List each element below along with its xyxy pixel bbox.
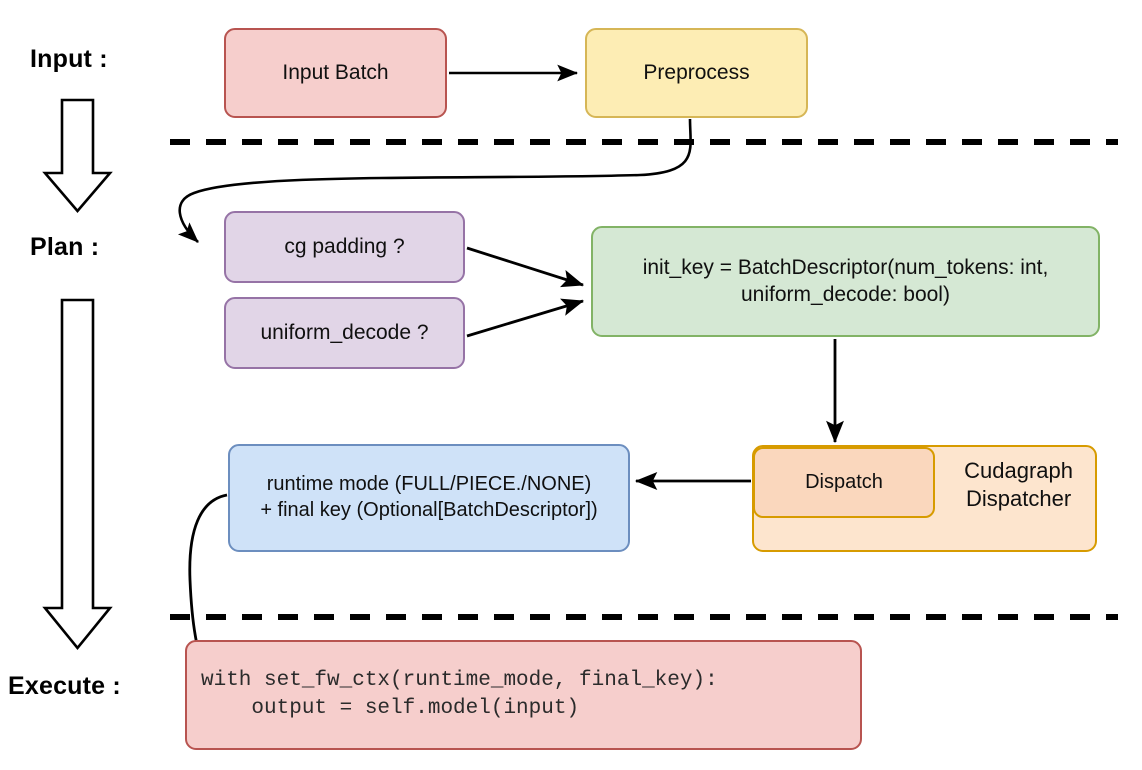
stage-label-input: Input : [30, 45, 108, 73]
node-init-key-label: init_key = BatchDescriptor(num_tokens: i… [642, 255, 1049, 306]
node-uniform-decode-label: uniform_decode ? [260, 320, 429, 344]
node-code-block-text: with set_fw_ctx(runtime_mode, final_key)… [201, 668, 718, 720]
stage-label-plan: Plan : [30, 233, 100, 261]
node-cg-padding-label: cg padding ? [284, 234, 405, 258]
node-input-batch-label: Input Batch [282, 60, 389, 84]
stage-label-execute: Execute : [8, 672, 121, 700]
stage-arrow-input-to-plan [42, 98, 113, 214]
arrow-uniform-decode-to-init-key [466, 298, 585, 338]
node-init-key[interactable]: init_key = BatchDescriptor(num_tokens: i… [591, 226, 1100, 337]
arrow-cg-padding-to-init-key [466, 246, 585, 288]
node-dispatch[interactable]: Dispatch [753, 447, 935, 518]
node-code-block[interactable]: with set_fw_ctx(runtime_mode, final_key)… [185, 640, 862, 750]
node-uniform-decode[interactable]: uniform_decode ? [224, 297, 465, 369]
node-input-batch[interactable]: Input Batch [224, 28, 447, 118]
node-dispatch-label: Dispatch [805, 470, 883, 493]
node-runtime-mode-label: runtime mode (FULL/PIECE./NONE) + final … [260, 473, 598, 521]
node-cg-padding[interactable]: cg padding ? [224, 211, 465, 283]
node-cudagraph-dispatcher-label: Cudagraph Dispatcher [964, 458, 1073, 512]
stage-arrow-plan-to-execute [42, 298, 113, 651]
node-preprocess[interactable]: Preprocess [585, 28, 808, 118]
node-runtime-mode[interactable]: runtime mode (FULL/PIECE./NONE) + final … [228, 444, 630, 552]
node-preprocess-label: Preprocess [643, 60, 750, 84]
